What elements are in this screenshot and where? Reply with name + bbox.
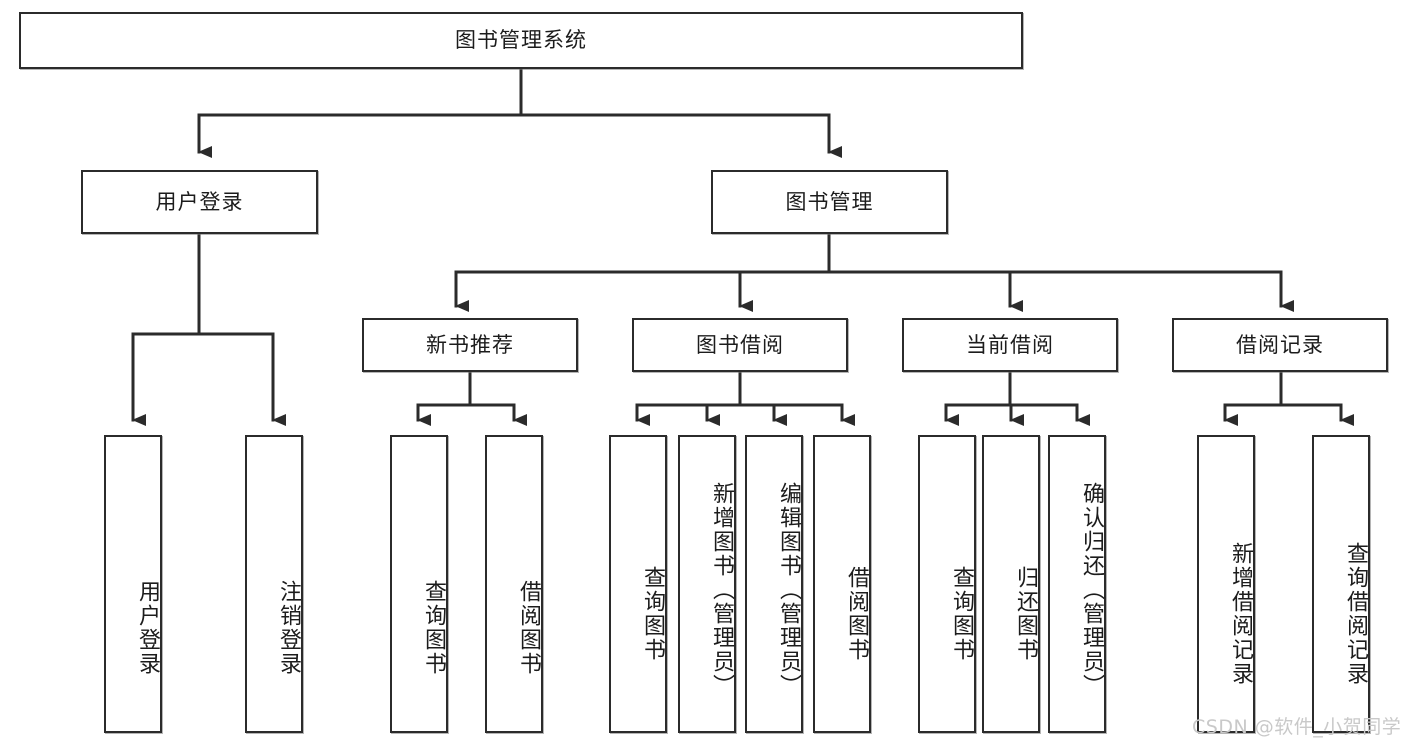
node-label: 查询图书	[640, 566, 665, 662]
leaf-borrow-books-recommend[interactable]: 借阅图书	[485, 435, 543, 733]
leaf-confirm-return-admin[interactable]: 确认归还（管理员）	[1048, 435, 1106, 733]
node-label: 借阅图书	[516, 580, 541, 676]
node-label: 借阅图书	[844, 566, 869, 662]
leaf-user-login[interactable]: 用户登录	[104, 435, 162, 733]
node-book-borrow[interactable]: 图书借阅	[632, 318, 848, 372]
node-new-book-recommend[interactable]: 新书推荐	[362, 318, 578, 372]
node-book-management[interactable]: 图书管理	[711, 170, 948, 234]
node-label: 归还图书	[1013, 566, 1038, 662]
leaf-add-book-admin[interactable]: 新增图书（管理员）	[678, 435, 736, 733]
node-label: 确认归还（管理员）	[1079, 482, 1104, 698]
node-label: 图书管理系统	[455, 28, 587, 52]
leaf-query-books-borrow[interactable]: 查询图书	[609, 435, 667, 733]
leaf-return-books[interactable]: 归还图书	[982, 435, 1040, 733]
node-label: 借阅记录	[1236, 332, 1324, 357]
node-borrow-records[interactable]: 借阅记录	[1172, 318, 1388, 372]
leaf-query-borrow-record[interactable]: 查询借阅记录	[1312, 435, 1370, 733]
leaf-edit-book-admin[interactable]: 编辑图书（管理员）	[745, 435, 803, 733]
leaf-logout[interactable]: 注销登录	[245, 435, 303, 733]
node-label: 查询借阅记录	[1343, 542, 1368, 686]
node-label: 新增借阅记录	[1228, 542, 1253, 686]
node-book-management-system[interactable]: 图书管理系统	[19, 12, 1023, 69]
node-label: 查询图书	[949, 566, 974, 662]
leaf-query-books-current[interactable]: 查询图书	[918, 435, 976, 733]
node-label: 图书借阅	[696, 332, 784, 357]
leaf-lend-books[interactable]: 借阅图书	[813, 435, 871, 733]
node-label: 注销登录	[276, 580, 301, 676]
leaf-add-borrow-record[interactable]: 新增借阅记录	[1197, 435, 1255, 733]
node-current-borrow[interactable]: 当前借阅	[902, 318, 1118, 372]
leaf-query-books-recommend[interactable]: 查询图书	[390, 435, 448, 733]
node-label: 图书管理	[785, 189, 874, 214]
node-label: 新书推荐	[426, 332, 514, 357]
csdn-watermark: CSDN @软件_小贺同学	[1192, 716, 1402, 738]
node-user-login[interactable]: 用户登录	[81, 170, 318, 234]
node-label: 查询图书	[421, 580, 446, 676]
node-label: 编辑图书（管理员）	[776, 482, 801, 698]
node-label: 新增图书（管理员）	[709, 482, 734, 698]
node-label: 用户登录	[155, 189, 244, 214]
node-label: 用户登录	[135, 580, 160, 676]
node-label: 当前借阅	[966, 332, 1054, 357]
